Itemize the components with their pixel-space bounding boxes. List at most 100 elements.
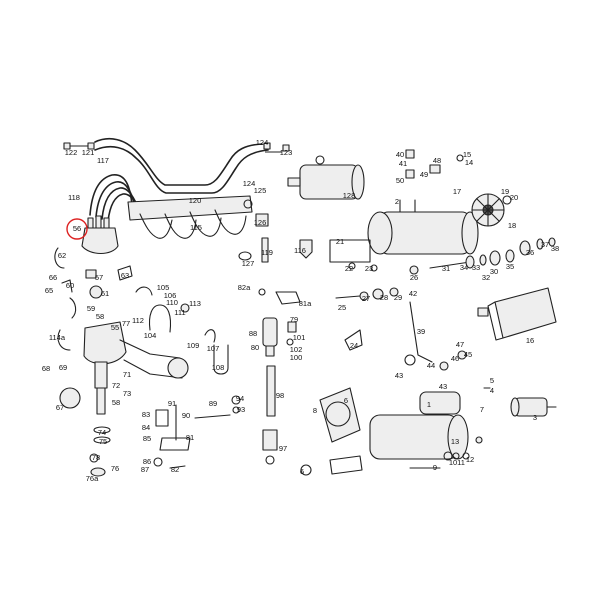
callout-12: 12 bbox=[466, 455, 474, 464]
callout-84: 84 bbox=[142, 423, 150, 432]
callout-33: 33 bbox=[472, 263, 480, 272]
callout-107: 107 bbox=[207, 344, 220, 353]
callout-7: 7 bbox=[480, 405, 484, 414]
callout-22: 22 bbox=[345, 264, 353, 273]
callout-44: 44 bbox=[427, 361, 435, 370]
callout-106: 106 bbox=[164, 291, 177, 300]
callout-98: 98 bbox=[276, 391, 284, 400]
callout-82: 82 bbox=[171, 465, 179, 474]
callout-68: 68 bbox=[42, 364, 50, 373]
callout-105: 105 bbox=[157, 283, 170, 292]
callout-14: 14 bbox=[465, 158, 473, 167]
callout-110: 110 bbox=[166, 298, 178, 307]
callout-30: 30 bbox=[490, 267, 498, 276]
callout-100: 100 bbox=[290, 353, 303, 362]
callout-47: 47 bbox=[456, 340, 464, 349]
callout-122: 122 bbox=[65, 148, 78, 157]
callout-10: 10 bbox=[449, 458, 457, 467]
callout-114a: 114a bbox=[49, 333, 66, 342]
callout-108: 108 bbox=[212, 363, 225, 372]
harness-rail bbox=[127, 195, 253, 239]
distributor-body bbox=[57, 321, 189, 477]
callout-5: 5 bbox=[490, 376, 494, 385]
callout-28: 28 bbox=[380, 293, 388, 302]
callout-58: 58 bbox=[96, 312, 104, 321]
terminal-121 bbox=[87, 142, 95, 150]
callout-29: 29 bbox=[394, 293, 402, 302]
callout-77: 77 bbox=[122, 319, 130, 328]
callout-83: 83 bbox=[142, 410, 150, 419]
callout-40: 40 bbox=[396, 150, 404, 159]
callout-55: 55 bbox=[111, 323, 119, 332]
starter-solenoid bbox=[510, 397, 557, 417]
callout-86: 86 bbox=[143, 457, 151, 466]
distributor-cap bbox=[66, 215, 119, 255]
callout-118: 118 bbox=[68, 193, 80, 202]
callout-79: 79 bbox=[290, 315, 298, 324]
callout-97: 97 bbox=[279, 444, 287, 453]
callout-15: 15 bbox=[463, 150, 471, 159]
callout-125: 125 bbox=[254, 186, 267, 195]
callout-39: 39 bbox=[417, 327, 425, 336]
callout-63: 63 bbox=[121, 271, 129, 280]
spark-plug-parts bbox=[238, 213, 313, 263]
callout-43: 43 bbox=[439, 382, 447, 391]
callout-25: 25 bbox=[338, 303, 346, 312]
callout-37: 37 bbox=[541, 240, 549, 249]
callout-31: 31 bbox=[442, 264, 450, 273]
callout-58: 58 bbox=[112, 398, 120, 407]
callout-112: 112 bbox=[132, 316, 144, 325]
callout-67: 67 bbox=[56, 403, 64, 412]
callout-75: 75 bbox=[99, 437, 107, 446]
callout-72: 72 bbox=[112, 381, 120, 390]
ignition-harness bbox=[63, 138, 290, 222]
callout-49: 49 bbox=[420, 170, 428, 179]
callout-45: 45 bbox=[464, 350, 472, 359]
callout-50: 50 bbox=[396, 176, 404, 185]
callout-127: 127 bbox=[242, 259, 255, 268]
callout-111: 111 bbox=[174, 308, 185, 317]
callout-102: 102 bbox=[290, 345, 303, 354]
callout-38: 38 bbox=[551, 244, 559, 253]
callout-9: 9 bbox=[433, 463, 437, 472]
callout-101: 101 bbox=[293, 333, 306, 342]
callout-89: 89 bbox=[209, 399, 217, 408]
callout-41: 41 bbox=[399, 159, 407, 168]
callout-93: 93 bbox=[237, 405, 245, 414]
callout-76a: 76a bbox=[86, 474, 99, 483]
callout-82a: 82a bbox=[238, 283, 251, 292]
vacuum-hoses bbox=[135, 286, 229, 375]
shaft-hardware-row bbox=[409, 237, 556, 275]
callout-76: 76 bbox=[111, 464, 119, 473]
callout-104: 104 bbox=[144, 331, 157, 340]
callout-13: 13 bbox=[451, 437, 459, 446]
linkage-rod bbox=[404, 301, 491, 389]
callout-73: 73 bbox=[123, 389, 131, 398]
callout-126: 126 bbox=[254, 218, 267, 227]
callout-6: 6 bbox=[344, 396, 348, 405]
callout-57: 57 bbox=[95, 273, 103, 282]
callout-21: 21 bbox=[336, 237, 344, 246]
terminal-123 bbox=[282, 144, 290, 152]
callout-80: 80 bbox=[251, 343, 259, 352]
callout-124: 124 bbox=[256, 138, 269, 147]
callout-3: 3 bbox=[533, 413, 537, 422]
callout-19: 19 bbox=[501, 187, 509, 196]
callout-17: 17 bbox=[453, 187, 461, 196]
callout-121: 121 bbox=[82, 148, 95, 157]
ignition-coil bbox=[287, 155, 365, 200]
callout-2: 2 bbox=[395, 197, 399, 206]
callout-1: 1 bbox=[427, 400, 431, 409]
callout-88: 88 bbox=[249, 329, 257, 338]
callout-113: 113 bbox=[189, 299, 201, 308]
callout-6: 6 bbox=[300, 467, 304, 476]
callout-85: 85 bbox=[143, 434, 151, 443]
callout-128: 128 bbox=[343, 191, 356, 200]
starter-motor bbox=[300, 387, 483, 476]
callout-120: 120 bbox=[189, 196, 202, 205]
callout-61: 61 bbox=[101, 289, 109, 298]
callout-56: 56 bbox=[73, 224, 81, 233]
voltage-regulator bbox=[477, 287, 557, 341]
callout-35: 35 bbox=[506, 262, 514, 271]
